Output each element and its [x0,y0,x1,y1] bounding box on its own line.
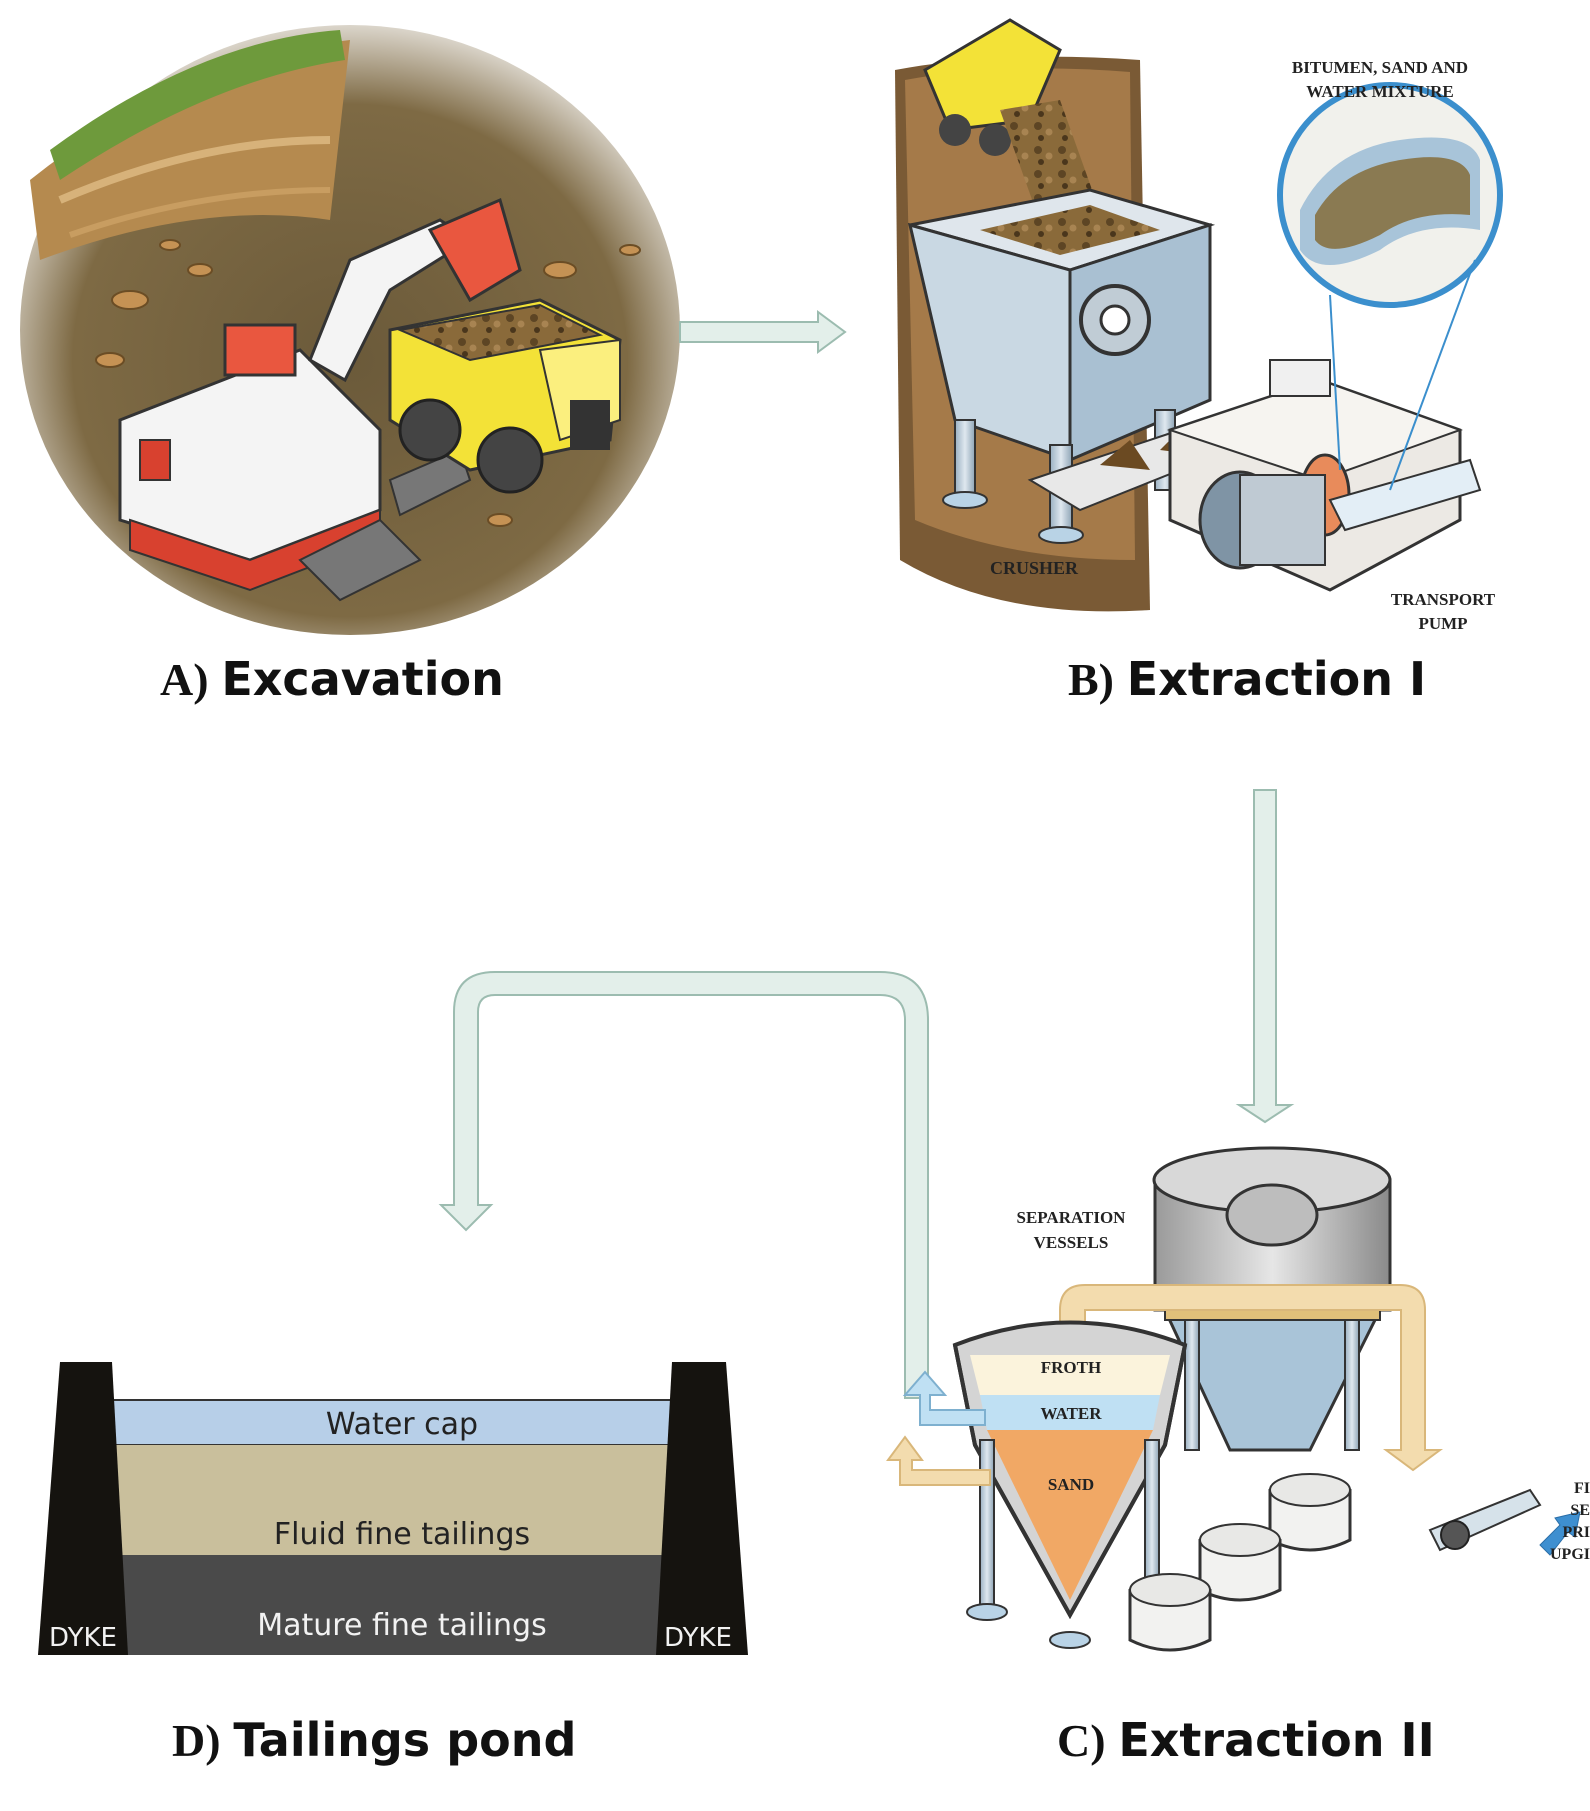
vessels-label-line2: VESSELS [1034,1233,1109,1252]
caption-tailings-pond: D) Tailings pond [172,1713,576,1767]
caption-extraction-1: B) Extraction I [1068,652,1426,706]
dyke-left [38,1362,128,1655]
arrow-c-to-d [438,971,929,1399]
pump-label-line1: TRANSPORT [1391,590,1496,609]
caption-title-c: Extraction II [1118,1713,1435,1767]
separation-vessel [952,1320,1188,1649]
cut-label-line2: SE [1570,1502,1590,1519]
extraction2-illustration: SEPARATION VESSELS FROTH WATER SAND FI S… [886,1146,1590,1652]
caption-letter-a: A) [160,654,209,705]
dump-truck-small [923,18,1062,156]
dyke-right-label: DYKE [664,1623,732,1653]
sand-label: SAND [1048,1475,1094,1494]
product-outflow-arrow [1539,1511,1581,1556]
caption-letter-c: C) [1057,1715,1106,1766]
cut-label-line3: PRI [1562,1524,1590,1541]
caption-extraction-2: C) Extraction II [1057,1713,1435,1767]
caption-title-d: Tailings pond [233,1713,577,1767]
transport-pump [1166,359,1482,592]
vessels-label-line1: SEPARATION [1017,1208,1127,1227]
caption-letter-b: B) [1068,654,1114,705]
water-label: WATER [1040,1404,1102,1423]
excavation-illustration [20,25,680,635]
caption-title-a: Excavation [221,652,504,706]
mature-tailings-layer [112,1555,672,1655]
fluid-tailings-layer [112,1445,672,1555]
arrow-b-to-c [1235,789,1295,1124]
sand-outflow-arrow [886,1435,991,1486]
mixture-label-line1: BITUMEN, SAND AND [1292,58,1468,77]
dyke-right [656,1362,748,1655]
storage-tanks [1128,1473,1581,1652]
cut-label-line1: FI [1574,1480,1590,1497]
caption-letter-d: D) [172,1715,221,1766]
crusher-hopper [907,188,1216,544]
separation-tower [1152,1146,1392,1452]
mature-tailings-label: Mature fine tailings [257,1608,546,1643]
cut-label-line4: UPGI [1550,1546,1590,1563]
arrow-a-to-b [679,310,847,354]
caption-title-b: Extraction I [1126,652,1427,706]
mixture-magnifier [1277,82,1503,491]
extraction1-illustration: BITUMEN, SAND AND WATER MIXTURE CRUSHER … [895,18,1503,633]
haul-truck-yellow [388,298,622,494]
tailings-pond-diagram: Water cap Fluid fine tailings Mature fin… [38,1362,748,1655]
froth-label: FROTH [1041,1358,1101,1377]
crusher-label: CRUSHER [990,558,1079,578]
fluid-tailings-label: Fluid fine tailings [274,1517,530,1552]
dyke-left-label: DYKE [49,1623,117,1653]
caption-excavation: A) Excavation [160,652,504,706]
mixture-label-line2: WATER MIXTURE [1306,82,1454,101]
pump-label-line2: PUMP [1418,614,1467,633]
water-cap-label: Water cap [326,1407,478,1442]
froth-pipe [1059,1284,1444,1472]
excavator-shovel [118,197,522,602]
water-cap-layer [111,1399,673,1446]
water-outflow-arrow [902,1370,986,1426]
